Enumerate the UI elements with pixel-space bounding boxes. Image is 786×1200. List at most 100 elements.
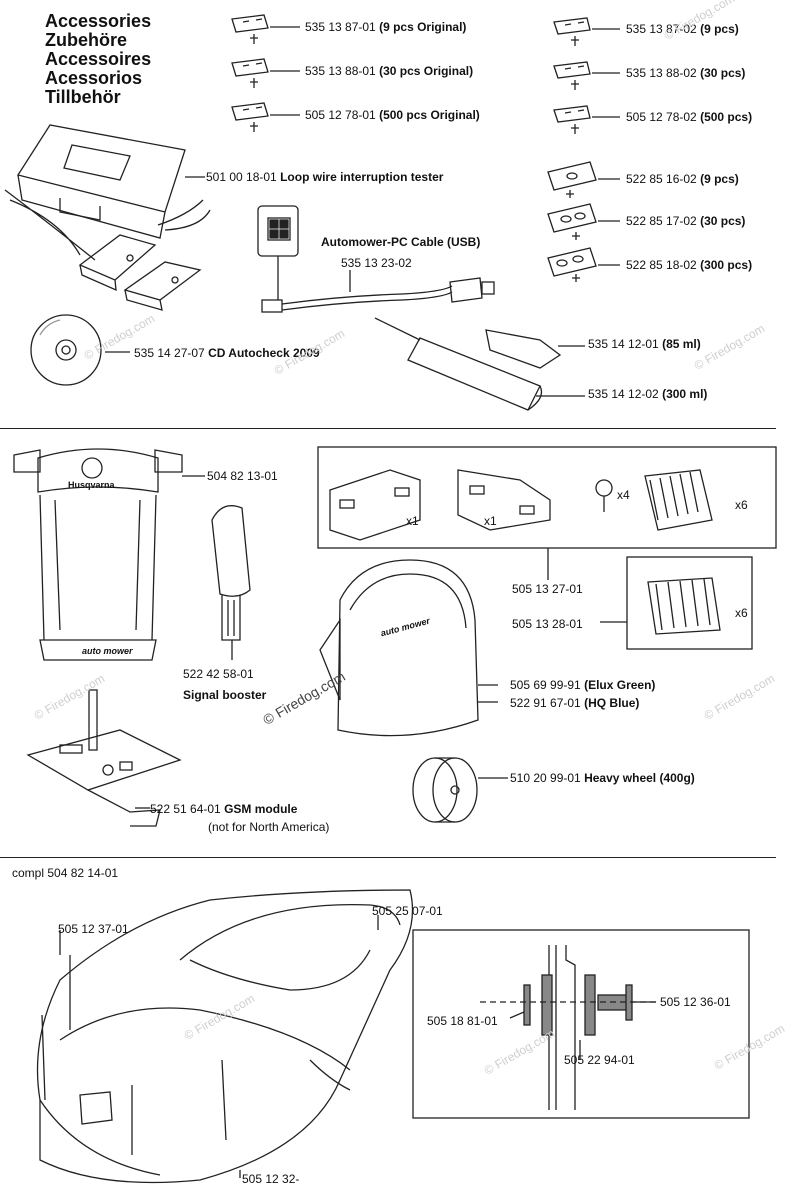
garage-icon	[13, 448, 205, 661]
qty-screw: x4	[617, 488, 630, 502]
part-label-blade-500: 505 12 78-02 (500 pcs)	[626, 110, 752, 124]
title-line: Accessories	[45, 11, 152, 31]
part-desc: GSM module	[224, 802, 298, 816]
grease-cartridge-icon	[374, 317, 585, 411]
part-desc: (9 pcs Original)	[379, 20, 467, 34]
part-number: 535 13 88-02	[626, 66, 697, 80]
part-label-blade-500-orig: 505 12 78-01 (500 pcs Original)	[305, 108, 480, 122]
part-number-cover-screw: 505 12 37-01	[58, 922, 129, 936]
part-desc: (30 pcs Original)	[379, 64, 474, 78]
part-desc: (300 pcs)	[700, 258, 753, 272]
part-number: 535 13 88-01	[305, 64, 376, 78]
part-number: 501 00 18-01	[206, 170, 277, 184]
wheel-icon	[412, 757, 508, 823]
part-label-plate-9: 522 85 16-02 (9 pcs)	[626, 172, 739, 186]
part-desc: Loop wire interruption tester	[280, 170, 444, 184]
garage-brand: Husqvarna	[68, 480, 115, 490]
qty-bracket-left: x1	[406, 514, 419, 528]
bracket-kit-box	[317, 446, 777, 580]
tester-case-icon	[4, 124, 211, 311]
part-label-heavy-wheel: 510 20 99-01 Heavy wheel (400g)	[510, 771, 695, 785]
part-label-bag-green: 505 69 99-91 (Elux Green)	[510, 678, 655, 692]
part-desc: (9 pcs)	[700, 22, 739, 36]
plate-icon	[547, 203, 620, 240]
part-desc: (30 pcs)	[700, 66, 746, 80]
part-desc: (300 ml)	[662, 387, 708, 401]
part-number-garage: 504 82 13-01	[207, 469, 278, 483]
title-line: Zubehöre	[45, 30, 128, 50]
brush-kit-box	[600, 556, 753, 650]
part-desc-signal-booster: Signal booster	[183, 688, 267, 702]
part-number: 522 85 18-02	[626, 258, 697, 272]
signal-booster-icon	[211, 505, 251, 660]
grease-tube-icon	[485, 329, 585, 369]
title-line: Accessoires	[45, 49, 152, 69]
plate-icon	[547, 161, 620, 198]
part-desc: CD Autocheck 2009	[208, 346, 320, 360]
part-desc: (HQ Blue)	[584, 696, 640, 710]
backpack-icon	[319, 559, 498, 737]
part-number: 505 12 78-01	[305, 108, 376, 122]
part-label-plate-30: 522 85 17-02 (30 pcs)	[626, 214, 745, 228]
part-desc: Heavy wheel (400g)	[584, 771, 695, 785]
part-desc: (Elux Green)	[584, 678, 656, 692]
part-number: 522 91 67-01	[510, 696, 581, 710]
title-line: Tillbehör	[45, 87, 121, 107]
part-number: 505 69 99-91	[510, 678, 581, 692]
part-number: 535 14 12-01	[588, 337, 659, 351]
part-desc: (500 pcs Original)	[379, 108, 480, 122]
part-number-bushing: 505 22 94-01	[564, 1053, 635, 1067]
part-number-brush-kit: 505 13 28-01	[512, 617, 583, 631]
part-number: 535 14 12-02	[588, 387, 659, 401]
part-label-cd: 535 14 27-07 CD Autocheck 2009	[134, 346, 320, 360]
part-desc: (9 pcs)	[700, 172, 739, 186]
part-number-cover-frame: 505 25 07-01	[372, 904, 443, 918]
blade-icon	[231, 102, 300, 132]
blade-icon	[553, 17, 620, 46]
cd-icon	[30, 314, 130, 386]
part-desc: (30 pcs)	[700, 214, 746, 228]
title-line: Acessorios	[45, 68, 143, 88]
part-number-signal-booster: 522 42 58-01	[183, 667, 254, 681]
part-number-bracket-kit: 505 13 27-01	[512, 582, 583, 596]
blade-icon	[553, 61, 620, 90]
gsm-module-icon	[26, 689, 182, 827]
part-label-loop-tester: 501 00 18-01 Loop wire interruption test…	[206, 170, 443, 184]
blade-icon	[553, 105, 620, 134]
blade-icon	[231, 58, 300, 88]
part-number: 535 14 27-07	[134, 346, 205, 360]
part-number: 505 12 78-02	[626, 110, 697, 124]
part-label-blade-9: 535 13 87-02 (9 pcs)	[626, 22, 739, 36]
blade-icon	[231, 14, 300, 44]
part-label-plate-300: 522 85 18-02 (300 pcs)	[626, 258, 752, 272]
part-label-gsm: 522 51 64-01 GSM module	[150, 802, 297, 816]
part-label-bag-blue: 522 91 67-01 (HQ Blue)	[510, 696, 639, 710]
qty-brush: x6	[735, 498, 748, 512]
section-divider	[0, 857, 776, 858]
detail-box	[412, 929, 750, 1119]
qty-brush-kit: x6	[735, 606, 748, 620]
part-label-blade-30: 535 13 88-02 (30 pcs)	[626, 66, 745, 80]
part-desc: (500 pcs)	[700, 110, 753, 124]
part-number-pin: 505 12 36-01	[660, 995, 731, 1009]
part-label-blade-9-orig: 535 13 87-01 (9 pcs Original)	[305, 20, 466, 34]
compl-label: compl 504 82 14-01	[12, 866, 119, 880]
part-number: 522 51 64-01	[150, 802, 221, 816]
part-number: 510 20 99-01	[510, 771, 581, 785]
part-number-pc-cable: 535 13 23-02	[341, 256, 412, 270]
plate-icon	[547, 247, 620, 282]
gsm-note: (not for North America)	[208, 820, 330, 834]
part-number-washer: 505 18 81-01	[427, 1014, 498, 1028]
qty-bracket-right: x1	[484, 514, 497, 528]
part-number: 535 13 87-02	[626, 22, 697, 36]
part-label-blade-30-orig: 535 13 88-01 (30 pcs Original)	[305, 64, 473, 78]
part-desc: (85 ml)	[662, 337, 701, 351]
accessories-title: Accessories Zubehöre Accessoires Acessor…	[45, 12, 151, 107]
part-number: 535 13 87-01	[305, 20, 376, 34]
section-divider	[0, 428, 776, 429]
part-label-grease-300: 535 14 12-02 (300 ml)	[588, 387, 707, 401]
part-number: 522 85 17-02	[626, 214, 697, 228]
part-number-bottom: 505 12 32-	[242, 1172, 300, 1186]
